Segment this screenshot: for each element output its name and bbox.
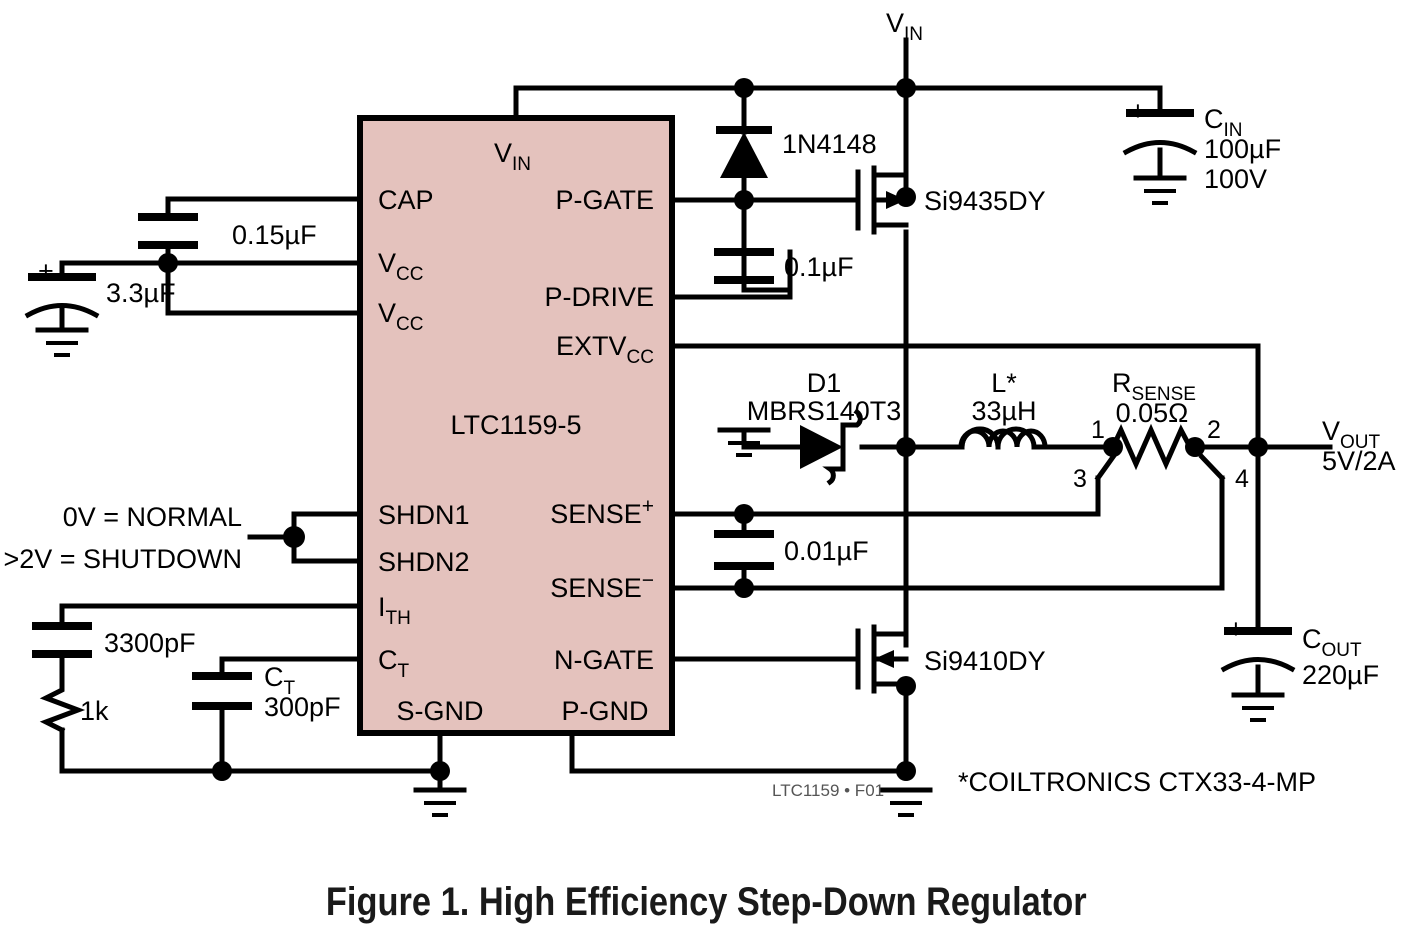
- value-c-ith: 3300pF: [104, 628, 196, 658]
- rsense-terminal-4: 4: [1235, 465, 1249, 493]
- annotation-shutdown: >2V = SHUTDOWN: [3, 544, 242, 574]
- doc-reference: LTC1159 • F01: [772, 781, 884, 800]
- label-cout: COUT: [1302, 624, 1362, 661]
- junction-dots: [158, 78, 1268, 781]
- pin-label-p-gate: P-GATE: [555, 185, 654, 215]
- ic-body-ltc1159: [357, 115, 675, 736]
- label-inductor: L*: [991, 368, 1017, 398]
- figure-caption: Figure 1. High Efficiency Step-Down Regu…: [325, 880, 1087, 924]
- value-cout: 220µF: [1302, 660, 1379, 690]
- resistor-rsense: [1109, 423, 1194, 471]
- pin-label-sense-plus: SENSE+: [550, 495, 654, 529]
- value-inductor: 33µH: [971, 396, 1036, 426]
- pin-label-n-gate: N-GATE: [554, 645, 654, 675]
- label-vin: VIN: [886, 8, 923, 45]
- capacitor-ith: [32, 622, 92, 658]
- value-r-ith: 1k: [80, 696, 109, 726]
- capacitor-vcc: [24, 273, 100, 319]
- resistor-ith-1k: [39, 683, 86, 734]
- capacitor-boost: [714, 248, 793, 300]
- inductor-l: [958, 426, 1048, 450]
- pin-label-shdn1: SHDN1: [378, 500, 470, 530]
- value-ct: 300pF: [264, 692, 341, 722]
- pin-label-p-gnd: P-GND: [562, 696, 649, 726]
- capacitor-sense: [714, 530, 774, 570]
- footnote-coiltronics: *COILTRONICS CTX33-4-MP: [958, 767, 1316, 797]
- capacitor-cap-pin: [138, 213, 198, 249]
- pin-label-s-gnd: S-GND: [397, 696, 484, 726]
- figure-caption-wrap: Figure 1. High Efficiency Step-Down Regu…: [0, 880, 1412, 925]
- voltage-cin: 100V: [1204, 164, 1267, 194]
- pin-label-ct: CT: [378, 645, 410, 682]
- ref-d1: D1: [807, 368, 842, 398]
- pin-label-sense-minus: SENSE−: [550, 569, 654, 603]
- ic-part-number: LTC1159-5: [450, 410, 581, 440]
- pin-label-shdn2: SHDN2: [378, 547, 470, 577]
- capacitor-cin: [1122, 109, 1198, 156]
- rsense-terminal-2: 2: [1207, 416, 1221, 444]
- value-q-bot: Si9410DY: [924, 646, 1046, 676]
- value-c-boost: 0.1µF: [784, 252, 854, 282]
- annotation-normal: 0V = NORMAL: [63, 502, 242, 532]
- value-c-cap: 0.15µF: [232, 220, 317, 250]
- value-c-sense: 0.01µF: [784, 536, 869, 566]
- label-ct: CT: [264, 662, 296, 699]
- value-d-boost: 1N4148: [782, 129, 877, 159]
- capacitor-ct: [192, 672, 252, 710]
- polarity-cin: +: [1130, 96, 1146, 126]
- label-rsense: RSENSE: [1112, 368, 1196, 405]
- value-rsense: 0.05Ω: [1116, 398, 1189, 428]
- value-cin: 100µF: [1204, 134, 1281, 164]
- pin-label-ith: ITH: [378, 592, 411, 629]
- polarity-c-vcc: +: [38, 256, 54, 286]
- label-vout-spec: 5V/2A: [1322, 446, 1396, 476]
- diode-1n4148: [716, 126, 772, 178]
- pin-label-vcc-2: VCC: [378, 298, 423, 335]
- value-c-vcc: 3.3µF: [106, 278, 176, 308]
- label-vout: VOUT: [1322, 416, 1381, 453]
- ground-symbols: [35, 175, 1285, 817]
- label-cin: CIN: [1204, 104, 1243, 141]
- polarity-cout: +: [1228, 614, 1244, 644]
- rsense-terminal-3: 3: [1073, 465, 1087, 493]
- pin-label-extvcc: EXTVCC: [556, 331, 654, 368]
- pin-label-p-drive: P-DRIVE: [544, 282, 654, 312]
- pin-label-vin: VIN: [494, 138, 531, 175]
- value-q-top: Si9435DY: [924, 186, 1046, 216]
- pin-label-cap: CAP: [378, 185, 434, 215]
- rsense-terminal-1: 1: [1091, 416, 1105, 444]
- value-d1: MBRS140T3: [747, 396, 902, 426]
- capacitor-cout: [1220, 627, 1296, 673]
- pin-label-vcc-1: VCC: [378, 248, 423, 285]
- diode-d1-schottky: [800, 408, 863, 486]
